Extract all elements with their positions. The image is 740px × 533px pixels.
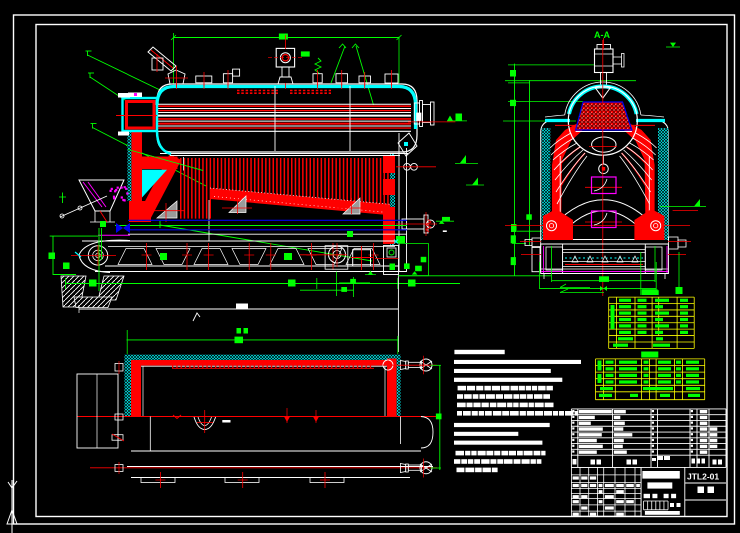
svg-text:JTL2-01: JTL2-01 [687, 472, 719, 482]
svg-text:A-A: A-A [594, 30, 610, 40]
